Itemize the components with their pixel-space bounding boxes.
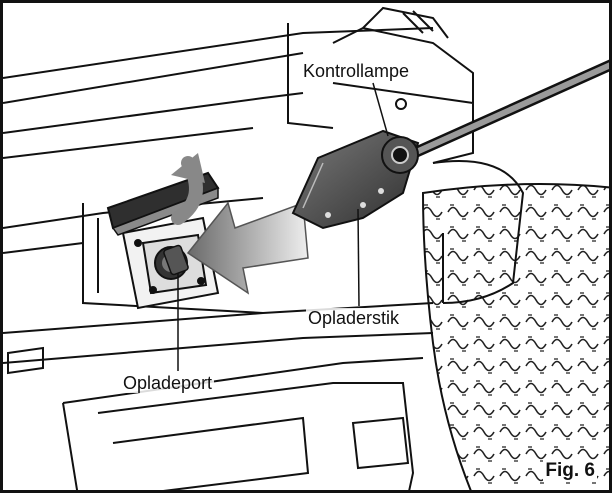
charger-plug	[291, 129, 420, 230]
leader-lines	[177, 82, 389, 371]
indicator-lamp-label: Kontrollampe	[301, 61, 412, 81]
figure-caption: Fig. 6	[543, 460, 597, 482]
charger-plug-label: Opladerstik	[306, 308, 402, 328]
machine-body	[3, 6, 525, 490]
charge-port-label: Opladeport	[121, 373, 215, 393]
tire	[421, 183, 609, 490]
rotate-arrow-icon	[171, 153, 205, 225]
line-drawing	[3, 6, 609, 490]
charge-port-socket	[154, 244, 189, 280]
insert-arrow-icon	[186, 201, 309, 295]
charging-cable	[397, 59, 609, 164]
